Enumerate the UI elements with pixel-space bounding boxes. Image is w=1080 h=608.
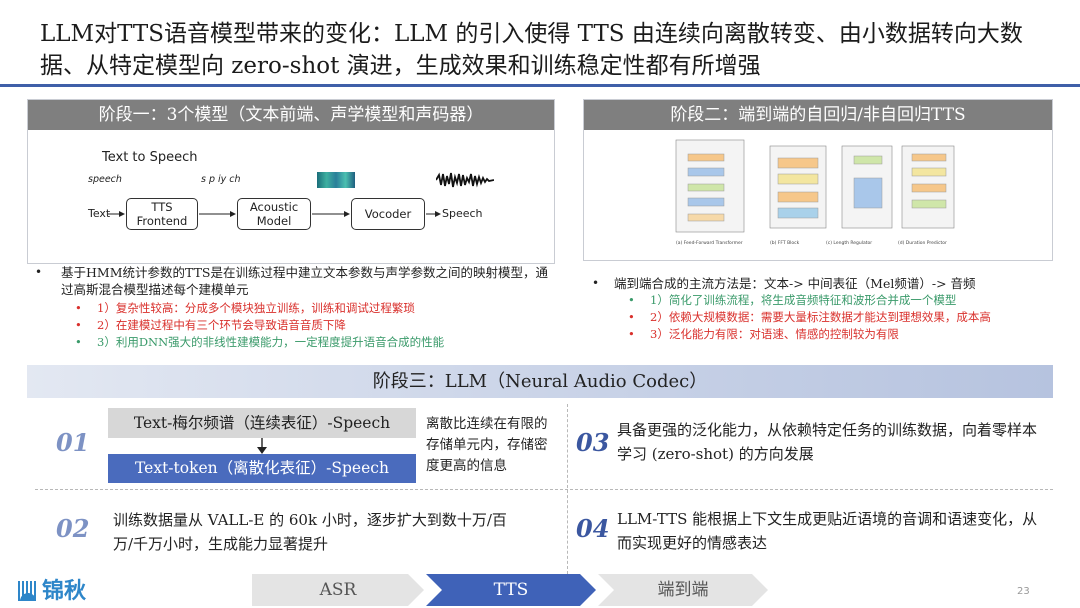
fastspeech-architecture-figure: (a) Feed-Forward Transformer (b) FFT Blo… [675, 139, 955, 246]
stage2-sub-3: •3）泛化能力有限：对语速、情感的控制较为有限 [628, 327, 899, 341]
stage1-panel: 阶段一：3个模型（文本前端、声学模型和声码器） Text to Speech s… [27, 99, 555, 264]
discrete-representation-box: Text-token（离散化表征）-Speech [108, 454, 416, 483]
logo-mark-icon [18, 581, 38, 601]
item-number-01: 01 [56, 428, 90, 457]
title-rule [0, 84, 1080, 87]
horizontal-divider [35, 489, 1053, 490]
stage2-header: 阶段二：端到端的自回归/非自回归TTS [584, 100, 1052, 130]
acoustic-model-box: Acoustic Model [237, 198, 311, 230]
jinqiu-logo: 锦秋 [18, 573, 86, 605]
stage1-header: 阶段一：3个模型（文本前端、声学模型和声码器） [28, 100, 554, 130]
stage2-main-bullet: • 端到端合成的主流方法是：文本-> 中间表征（Mel频谱）-> 音频 [592, 276, 976, 291]
stage1-main-bullet: • 基于HMM统计参数的TTS是在训练过程中建立文本参数与声学参数之间的映射模型… [35, 264, 550, 298]
vocoder-box: Vocoder [351, 198, 425, 230]
down-arrow-icon [257, 438, 267, 454]
item-03-text: 具备更强的泛化能力，从依赖特定任务的训练数据，向着零样本学习 (zero-sho… [617, 421, 1038, 463]
text-input-label: Text [88, 207, 111, 220]
item-number-02: 02 [56, 514, 90, 543]
tab-end-to-end[interactable]: 端到端 [598, 574, 768, 606]
speech-output-label: Speech [442, 207, 483, 220]
speech-label: speech [88, 174, 122, 185]
stage1-sub-3: •3）利用DNN强大的非线性建模能力，一定程度提升语音合成的性能 [75, 335, 445, 349]
waveform-image [436, 172, 494, 188]
stage2-bullets: • 端到端合成的主流方法是：文本-> 中间表征（Mel频谱）-> 音频 •1）简… [592, 275, 1057, 343]
item-04-text: LLM-TTS 能根据上下文生成更贴近语境的音调和语速变化，从而实现更好的情感表… [617, 510, 1038, 552]
item-number-04: 04 [576, 514, 610, 543]
stage2-sub-2: •2）依赖大规模数据：需要大量标注数据才能达到理想效果，成本高 [628, 310, 991, 324]
diagram-title: Text to Speech [102, 150, 198, 165]
fig-caption-b: (b) FFT Block [770, 240, 800, 246]
fig-caption-c: (c) Length Regulator [826, 240, 872, 246]
stage1-bullet-text: 基于HMM统计参数的TTS是在训练过程中建立文本参数与声学参数之间的映射模型，通… [61, 265, 548, 297]
phoneme-label: s p iy ch [201, 174, 241, 185]
stage1-bullets: • 基于HMM统计参数的TTS是在训练过程中建立文本参数与声学参数之间的映射模型… [35, 264, 550, 351]
fig-caption-d: (d) Duration Predictor [898, 240, 947, 246]
page-number: 23 [1017, 586, 1030, 597]
item-01-text: 离散比连续在有限的存储单元内，存储密度更高的信息 [426, 416, 548, 474]
bullet-dot: • [35, 265, 43, 279]
pipeline-arrows [108, 211, 441, 217]
tab-asr[interactable]: ASR [252, 574, 424, 606]
item-number-03: 03 [576, 428, 610, 457]
stage1-sub-1: •1）复杂性较高：分成多个模块独立训练，训练和调试过程繁琐 [75, 301, 415, 315]
stage2-panel: 阶段二：端到端的自回归/非自回归TTS (a) Feed-Forw [583, 99, 1053, 261]
item-02-text: 训练数据量从 VALL-E 的 60k 小时，逐步扩大到数十万/百万/千万小时，… [113, 511, 507, 553]
tts-pipeline-diagram: Text to Speech speech s p iy ch Text TTS… [28, 130, 554, 263]
tab-tts[interactable]: TTS [426, 574, 596, 606]
continuous-representation-box: Text-梅尔频谱（连续表征）-Speech [108, 408, 416, 438]
stage2-bullet-text: 端到端合成的主流方法是：文本-> 中间表征（Mel频谱）-> 音频 [614, 276, 976, 291]
spectrogram-image [317, 172, 355, 188]
stage1-sub-2: •2）在建模过程中有三个环节会导致语音音质下降 [75, 318, 346, 332]
tts-frontend-box: TTS Frontend [126, 198, 198, 230]
slide-title: LLM对TTS语音模型带来的变化：LLM 的引入使得 TTS 由连续向离散转变、… [40, 21, 1023, 79]
fig-caption-a: (a) Feed-Forward Transformer [676, 240, 743, 246]
stage2-sub-1: •1）简化了训练流程，将生成音频特征和波形合并成一个模型 [628, 293, 957, 307]
stage3-header: 阶段三：LLM（Neural Audio Codec） [27, 365, 1053, 398]
